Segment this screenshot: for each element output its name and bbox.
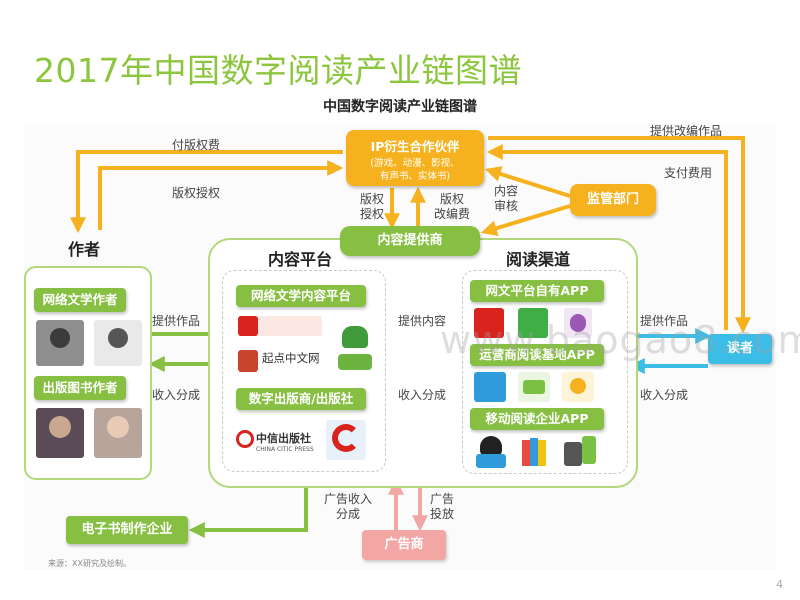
label-provide-works-2: 提供作品 <box>640 314 689 328</box>
watermark: www.baogao8.com <box>440 318 800 362</box>
label-pay-fee: 支付费用 <box>664 166 713 180</box>
app-icon-kids <box>562 372 594 402</box>
ip-partner-box: IP衍生合作伙伴 (游戏、动漫、影视、 有声书、实体书) <box>346 130 484 186</box>
web-author-photo-1 <box>36 320 84 366</box>
web-lit-platform-box: 网络文学内容平台 <box>236 285 366 307</box>
author-title: 作者 <box>68 240 101 259</box>
label-revenue-share-3: 收入分成 <box>640 388 689 402</box>
label-revenue-share-1: 收入分成 <box>152 388 201 402</box>
ad-agency-box: 广告商 <box>362 530 446 560</box>
app-icon-color-books <box>520 436 552 468</box>
label-copyright-adapt-fee: 版权 改编费 <box>434 192 471 221</box>
page-number: 4 <box>776 578 783 591</box>
ip-partner-line2: 有声书、实体书) <box>379 171 451 182</box>
publisher-c-logo <box>326 420 366 460</box>
reader-box: 读者 <box>708 334 772 364</box>
book-author-photo-2 <box>94 408 142 458</box>
page-title: 2017年中国数字阅读产业链图谱 <box>34 51 522 90</box>
app-icon-novel <box>564 436 596 468</box>
label-ad-revenue-share: 广告收入 分成 <box>324 492 373 521</box>
label-ad-placement: 广告 投放 <box>430 492 455 521</box>
web-author-box: 网络文学作者 <box>34 288 126 312</box>
web-author-photo-2 <box>94 320 142 366</box>
arrow-provide-adapted-works <box>488 136 751 334</box>
own-app-box: 网文平台自有APP <box>470 280 604 302</box>
regulator-box: 监管部门 <box>570 184 656 216</box>
app-icon-blue-book <box>474 372 506 402</box>
app-icon-green-book <box>518 308 548 338</box>
label-pay-copyright-fee: 付版权费 <box>172 138 221 152</box>
qidian-logo-text: 起点中文网 <box>262 351 320 365</box>
diagram-title: 中国数字阅读产业链图谱 <box>323 99 477 115</box>
label-provide-adapted-works: 提供改编作品 <box>650 124 723 138</box>
ip-partner-title: IP衍生合作伙伴 <box>370 139 460 154</box>
mobile-app-box: 移动阅读企业APP <box>470 408 604 430</box>
telecom-app-box: 运营商阅读基地APP <box>470 344 604 366</box>
book-author-box: 出版图书作者 <box>34 376 126 400</box>
label-provide-content: 提供内容 <box>398 314 447 328</box>
content-platform-title: 内容平台 <box>268 250 333 269</box>
green-bird-logo <box>336 320 374 376</box>
content-provider-box: 内容提供商 <box>340 226 480 256</box>
arrow-pay-fee <box>486 144 728 330</box>
app-icon-purple <box>564 308 592 338</box>
qidian-logo-top <box>238 316 322 336</box>
label-revenue-share-2: 收入分成 <box>398 388 447 402</box>
label-content-review: 内容 审核 <box>494 184 519 213</box>
ebook-maker-box: 电子书制作企业 <box>66 516 188 544</box>
publisher-box: 数字出版商/出版社 <box>236 388 366 410</box>
label-copyright-license-2: 版权 授权 <box>360 192 385 221</box>
ip-partner-line1: (游戏、动漫、影视、 <box>370 158 460 169</box>
reading-channel-title: 阅读渠道 <box>506 250 571 269</box>
app-icon-penguin <box>474 436 508 468</box>
citic-logo: 中信出版社 CHINA CITIC PRESS <box>236 428 326 462</box>
app-icon-red <box>474 308 504 338</box>
arrow-content-review <box>484 166 571 198</box>
arrow-content-review-2 <box>480 204 571 236</box>
source-note: 来源：XX研究及绘制。 <box>48 559 131 568</box>
arrow-ebook-maker <box>188 472 308 538</box>
label-copyright-license: 版权授权 <box>172 186 221 200</box>
label-provide-works-1: 提供作品 <box>152 314 201 328</box>
qidian-logo: 起点中文网 <box>238 350 338 376</box>
citic-logo-en: CHINA CITIC PRESS <box>256 446 314 453</box>
content-platform-area <box>222 270 386 472</box>
book-author-photo-1 <box>36 408 84 458</box>
arrow-pay-copyright-fee <box>70 150 343 234</box>
arrow-copyright-license <box>98 160 344 230</box>
citic-logo-text: 中信出版社 <box>256 432 311 445</box>
app-icon-wo <box>518 372 550 402</box>
reading-channel-area <box>462 270 628 474</box>
